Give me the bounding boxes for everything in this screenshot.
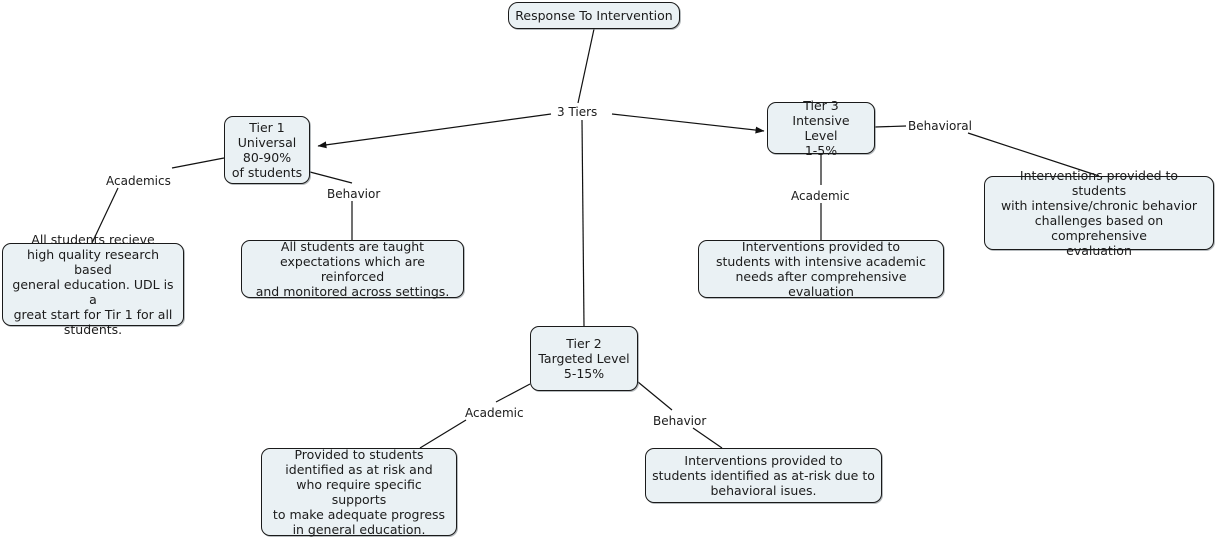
edge-hub-to-tier1 xyxy=(317,113,552,149)
edge-label-tier1-behavior: Behavior xyxy=(327,187,381,201)
node-tier2-behavior-detail[interactable]: Interventions provided to students ident… xyxy=(645,448,882,503)
node-tier1-behavior-detail[interactable]: All students are taught expectations whi… xyxy=(241,239,464,299)
node-tier1-academics-detail[interactable]: All students recieve high quality resear… xyxy=(2,232,184,337)
edge-tier1-to-academics-label xyxy=(171,157,225,169)
edge-hub-to-tier2 xyxy=(581,119,585,327)
edge-hub-to-tier3 xyxy=(611,113,765,134)
node-tier-1[interactable]: Tier 1 Universal 80-90% of students xyxy=(224,116,310,184)
edge-label-tier2-behavior: Behavior xyxy=(653,414,707,428)
node-tier-3[interactable]: Tier 3 Intensive Level 1-5% xyxy=(767,98,875,158)
edge-label-tier2-academic: Academic xyxy=(465,406,524,420)
edge-tier2-behavior-label-to-detail xyxy=(692,427,723,449)
edge-label-tier1-academics: Academics xyxy=(106,174,171,188)
edge-tier3-to-behavioral-label xyxy=(874,125,907,128)
node-tier3-academic-detail[interactable]: Interventions provided to students with … xyxy=(698,239,944,299)
edge-label-tier3-academic: Academic xyxy=(791,189,850,203)
node-tier-2[interactable]: Tier 2 Targeted Level 5-15% xyxy=(530,326,638,391)
edge-tier2-to-academic-label xyxy=(495,383,531,403)
edge-tier1-to-behavior-label xyxy=(309,171,353,184)
edge-root-to-hub xyxy=(577,28,595,104)
node-response-to-intervention[interactable]: Response To Intervention xyxy=(508,2,680,29)
node-tier2-academic-detail[interactable]: Provided to students identified as at ri… xyxy=(261,447,457,537)
edge-label-tier3-behavioral: Behavioral xyxy=(908,119,972,133)
edge-tier2-academic-label-to-detail xyxy=(419,419,467,449)
edge-label-three-tiers: 3 Tiers xyxy=(557,105,598,119)
edge-tier2-to-behavior-label xyxy=(637,381,673,411)
node-tier3-behavioral-detail[interactable]: Interventions provided to students with … xyxy=(984,168,1214,258)
